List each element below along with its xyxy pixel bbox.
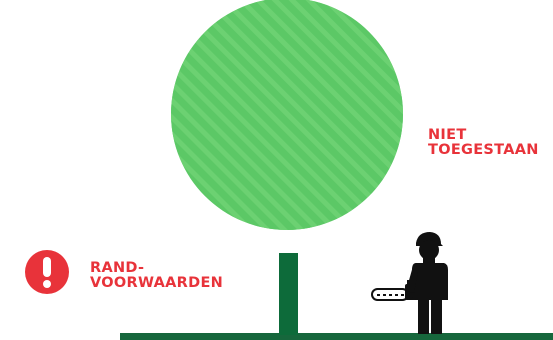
tree-crown: [170, 0, 404, 230]
tree-trunk: [279, 253, 298, 335]
exclamation-icon: [25, 250, 69, 294]
conditions-label-line2: VOORWAARDEN: [90, 275, 223, 291]
conditions-label-line1: RAND-: [90, 260, 144, 276]
ground-line: [120, 333, 553, 340]
person-figure: [406, 232, 448, 334]
conditions-label: RAND- VOORWAARDEN: [90, 261, 223, 291]
prohibited-label-line2: TOEGESTAAN: [428, 142, 539, 158]
prohibited-label: NIET TOEGESTAAN: [428, 128, 539, 158]
prohibited-label-line1: NIET: [428, 127, 467, 143]
